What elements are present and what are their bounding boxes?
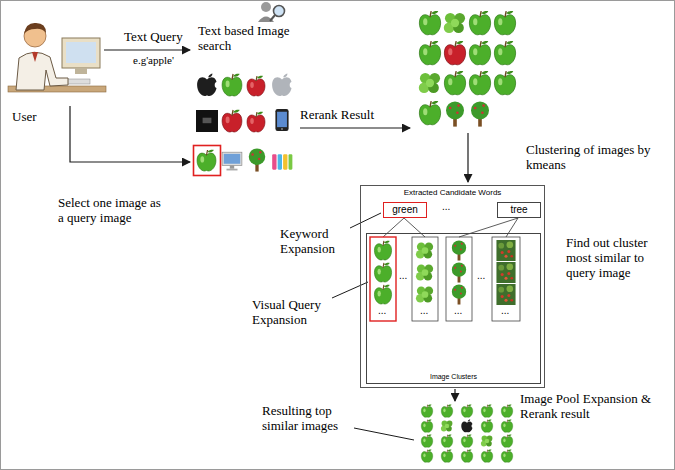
image-thumbnail [496,240,515,261]
search-result-grid [194,73,297,175]
flow-arrows [70,50,468,401]
image-thumbnail [272,73,296,96]
keyword-box: green [383,202,427,218]
ellipsis: ... [442,201,450,213]
image-thumbnail [249,148,266,171]
image-thumbnail [419,73,440,93]
step-label: Find out cluster most similar to query i… [566,236,666,281]
image-thumbnail [444,41,465,65]
image-thumbnail [494,41,515,65]
image-thumbnail [197,73,221,96]
image-thumbnail [247,76,265,96]
ellipsis: ... [477,270,485,282]
image-thumbnail [481,450,492,463]
image-thumbnail [421,405,432,418]
cluster-wires [383,218,518,237]
image-thumbnail [469,41,490,65]
image-thumbnail [496,284,515,305]
keyword-text: green [392,204,418,216]
image-thumbnail [441,435,452,448]
image-thumbnail [461,435,472,448]
image-thumbnail [374,241,391,260]
image-thumbnail [196,110,218,132]
reranked-grid [419,11,516,127]
image-thumbnail [501,435,512,448]
box-title: Image Clusters [367,373,540,381]
search-icon [258,2,285,22]
image-thumbnail [222,152,242,170]
image-thumbnail [197,150,216,171]
image-thumbnail [444,71,465,95]
image-thumbnail [419,41,440,65]
image-thumbnail [471,101,489,126]
image-thumbnail [469,11,490,35]
user-clipart [8,23,106,92]
callout-label: Resulting top similar images [262,404,350,434]
image-thumbnail [374,285,391,304]
step-label: Text based Image search [198,24,303,54]
callout-label: Visual Query Expansion [252,298,332,328]
image-thumbnail [461,405,472,418]
ellipsis: ... [501,305,509,317]
image-thumbnail [481,436,492,447]
step-label: Clustering of images by kmeans [526,143,651,173]
selected-image-box [194,146,221,176]
image-thumbnail [452,262,466,282]
image-thumbnail [446,101,464,126]
image-thumbnail [416,264,433,280]
cluster-panel: Image Clusters [366,233,541,384]
image-thumbnail [452,240,466,260]
image-thumbnail [461,450,472,463]
callout-label: Keyword Expansion [280,227,348,257]
image-thumbnail [481,420,492,433]
image-clusters [370,237,520,321]
box-title: Extracted Candidate Words [361,188,544,197]
image-thumbnail [494,11,515,35]
image-thumbnail [222,110,242,132]
image-thumbnail [421,450,432,463]
image-thumbnail [481,405,492,418]
final-result-grid [421,405,512,463]
image-thumbnail [444,13,465,33]
leader-lines [332,213,414,440]
step-label: Select one image as a query image [58,196,166,226]
image-thumbnail [501,450,512,463]
image-thumbnail [416,286,433,302]
actor-label: User [12,110,37,125]
image-thumbnail [469,71,490,95]
image-thumbnail [222,74,242,96]
image-thumbnail [421,435,432,448]
image-thumbnail [247,112,265,132]
ellipsis: ... [378,305,386,317]
image-thumbnail [461,419,475,432]
image-thumbnail [421,420,432,433]
step-label: Image Pool Expansion & Rerank result [520,392,655,422]
image-thumbnail [501,405,512,418]
example-text: e.g'apple' [133,54,174,67]
image-thumbnail [272,154,292,169]
candidate-words-box: Extracted Candidate Words green treeImage … [360,185,545,388]
image-thumbnail [419,11,440,35]
image-thumbnail [441,405,452,418]
ellipsis: ... [454,305,462,317]
arrow-label: Text Query [124,30,183,45]
image-thumbnail [501,420,512,433]
image-thumbnail [452,284,466,304]
ellipsis: ... [420,305,428,317]
image-thumbnail [416,242,433,258]
ellipsis: ... [399,270,407,282]
image-thumbnail [275,109,288,131]
image-thumbnail [496,262,515,283]
image-thumbnail [441,450,452,463]
keyword-text: tree [510,204,527,216]
image-thumbnail [441,421,452,432]
arrow-label: Rerank Result [300,108,374,123]
image-thumbnail [419,101,440,125]
image-thumbnail [374,263,391,282]
image-thumbnail [494,71,515,95]
keyword-box: tree [497,202,541,218]
